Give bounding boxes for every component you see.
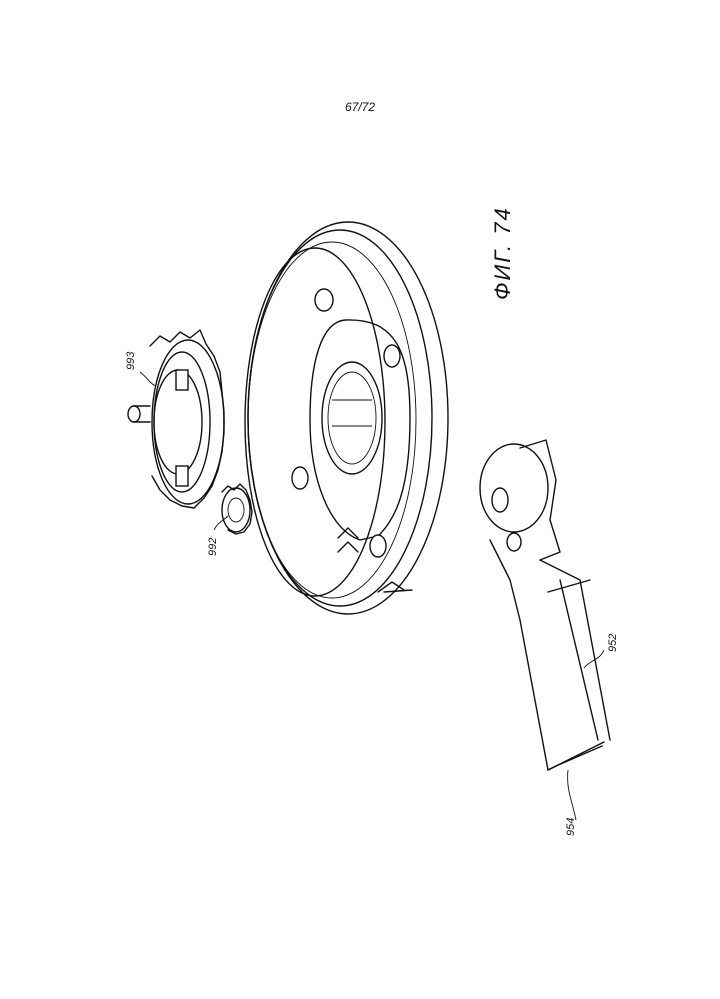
label-993: 993 <box>125 351 137 370</box>
leader-954 <box>568 770 576 820</box>
label-952: 952 <box>607 634 619 652</box>
leader-992 <box>214 516 228 530</box>
label-992: 992 <box>207 538 219 556</box>
tube-952 <box>480 440 610 770</box>
gear-992 <box>222 484 252 534</box>
housing-disc <box>245 222 448 614</box>
leader-993 <box>140 372 156 386</box>
gear-993 <box>128 330 224 508</box>
label-954: 954 <box>565 818 577 836</box>
